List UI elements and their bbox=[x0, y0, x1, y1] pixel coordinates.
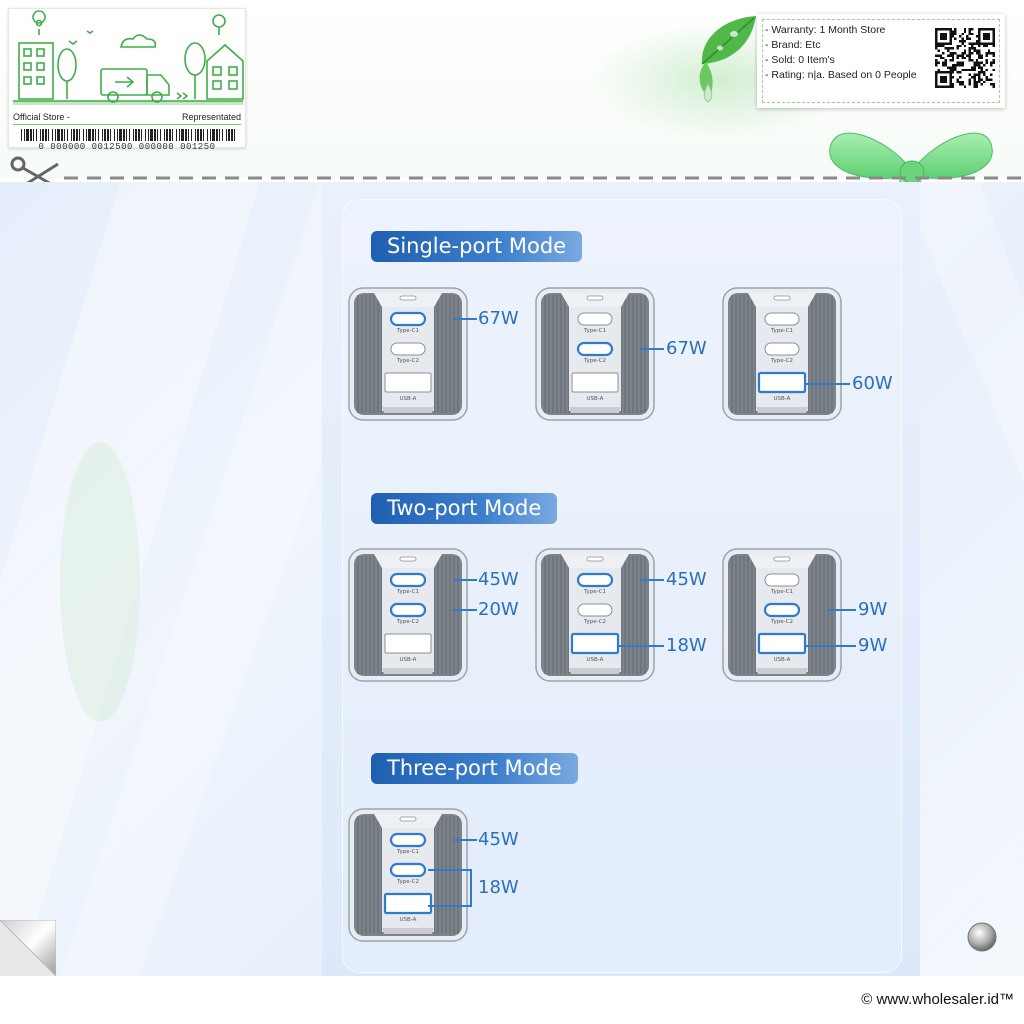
watt-label-two-3-c2: 9W bbox=[858, 599, 888, 620]
watt-label-three-c1: 45W bbox=[478, 829, 519, 850]
svg-text:Type-C1: Type-C1 bbox=[583, 589, 606, 595]
svg-text:USB-A: USB-A bbox=[774, 657, 791, 663]
svg-text:Type-C1: Type-C1 bbox=[770, 328, 793, 334]
connector-line bbox=[640, 348, 664, 350]
svg-text:Type-C2: Type-C2 bbox=[583, 358, 606, 364]
connector-line bbox=[806, 645, 856, 647]
svg-text:USB-A: USB-A bbox=[400, 657, 417, 663]
svg-text:Type-C1: Type-C1 bbox=[396, 589, 419, 595]
svg-text:Type-C1: Type-C1 bbox=[396, 328, 419, 334]
connector-line bbox=[828, 609, 856, 611]
svg-text:Type-C2: Type-C2 bbox=[770, 358, 793, 364]
warranty-text: - Warranty: 1 Month Store bbox=[765, 24, 886, 36]
barcode-graphic bbox=[21, 129, 235, 141]
single-port-mode-title: Single-port Mode bbox=[371, 231, 583, 262]
svg-text:Type-C2: Type-C2 bbox=[396, 879, 419, 885]
city-delivery-illustration bbox=[13, 10, 244, 105]
brand-text: - Brand: Etc bbox=[765, 39, 821, 51]
svg-text:USB-A: USB-A bbox=[587, 657, 604, 663]
svg-text:Type-C2: Type-C2 bbox=[583, 619, 606, 625]
watt-label-two-2-a: 18W bbox=[666, 635, 707, 656]
page-curl-icon bbox=[0, 920, 56, 976]
svg-text:Type-C2: Type-C2 bbox=[770, 619, 793, 625]
connector-line bbox=[619, 645, 664, 647]
store-card: Official Store - Representated 0 000000 … bbox=[8, 8, 246, 152]
connector-line bbox=[453, 609, 477, 611]
svg-text:Type-C1: Type-C1 bbox=[396, 849, 419, 855]
dashed-cut-line bbox=[64, 176, 1024, 180]
footer-band bbox=[0, 976, 1024, 1024]
svg-text:USB-A: USB-A bbox=[400, 396, 417, 402]
svg-text:Type-C2: Type-C2 bbox=[396, 358, 419, 364]
svg-text:USB-A: USB-A bbox=[400, 917, 417, 923]
watt-label-two-3-a: 9W bbox=[858, 635, 888, 656]
qr-code-icon bbox=[935, 28, 995, 88]
store-label-row: Official Store - Representated bbox=[13, 109, 241, 125]
two-port-mode-title: Two-port Mode bbox=[371, 493, 558, 524]
connector-line bbox=[806, 383, 850, 385]
product-info-border bbox=[762, 19, 1000, 103]
svg-text:USB-A: USB-A bbox=[587, 396, 604, 402]
svg-text:Type-C2: Type-C2 bbox=[396, 619, 419, 625]
watt-label-two-1-c2: 20W bbox=[478, 599, 519, 620]
connector-line bbox=[453, 839, 477, 841]
official-store-label: Official Store - bbox=[13, 111, 70, 122]
sold-text: - Sold: 0 Item's bbox=[765, 54, 835, 66]
connector-line bbox=[640, 579, 664, 581]
watt-label-two-1-c1: 45W bbox=[478, 569, 519, 590]
svg-text:Type-C1: Type-C1 bbox=[770, 589, 793, 595]
represented-label: Representated bbox=[181, 111, 241, 122]
three-port-mode-title: Three-port Mode bbox=[371, 753, 578, 784]
svg-text:USB-A: USB-A bbox=[774, 396, 791, 402]
svg-text:Type-C1: Type-C1 bbox=[583, 328, 606, 334]
watt-label-single-c2: 67W bbox=[666, 338, 707, 359]
leaf-droplet-icon bbox=[699, 16, 756, 103]
connector-line bbox=[453, 579, 477, 581]
product-info-box: - Warranty: 1 Month Store - Brand: Etc -… bbox=[757, 14, 1005, 108]
watt-label-two-2-c1: 45W bbox=[666, 569, 707, 590]
metal-pin-icon bbox=[967, 922, 997, 952]
barcode-number: 0 000000 0012500 000000 001250 bbox=[38, 142, 216, 152]
connector-line bbox=[453, 318, 477, 320]
connector-bracket bbox=[428, 869, 472, 907]
watt-label-single-a: 60W bbox=[852, 373, 893, 394]
watt-label-single-c1: 67W bbox=[478, 308, 519, 329]
watt-label-three-c2-a: 18W bbox=[478, 877, 519, 898]
copyright-text: © www.wholesaler.id™ bbox=[861, 991, 1014, 1008]
rating-text: - Rating: n|a. Based on 0 People bbox=[765, 69, 917, 81]
product-info-list: - Warranty: 1 Month Store - Brand: Etc -… bbox=[765, 23, 917, 83]
